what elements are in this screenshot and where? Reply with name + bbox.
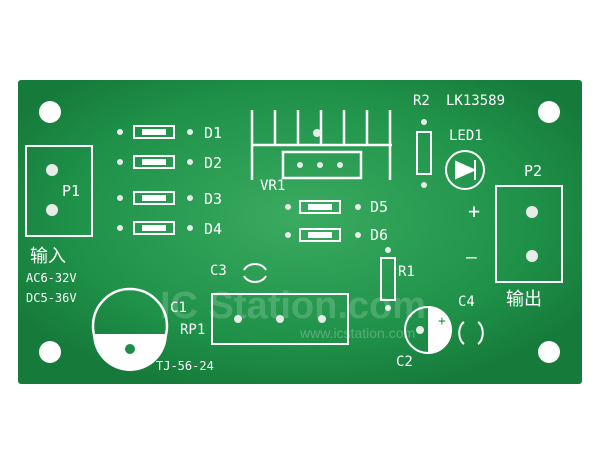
input-ac-label: AC6-32V xyxy=(26,271,77,285)
label-c1: C1 xyxy=(170,300,187,316)
diode-d6: D6 xyxy=(285,226,388,244)
cap-plus-sign: + xyxy=(438,314,446,329)
watermark-url: www.icstation.com xyxy=(299,325,415,341)
led-led1 xyxy=(445,150,485,190)
label-r2: R2 xyxy=(413,93,430,109)
diode-d3: D3 xyxy=(117,190,222,208)
watermark-text: IC Station.com xyxy=(160,285,426,327)
input-label: 输入 xyxy=(30,246,66,267)
resistor-r1 xyxy=(380,247,396,311)
input-dc-label: DC5-36V xyxy=(26,291,77,305)
label-d4: D4 xyxy=(204,220,222,238)
plus-sign: + xyxy=(468,199,480,223)
label-c3: C3 xyxy=(210,263,227,279)
capacitor-c4 xyxy=(458,321,484,345)
label-d2: D2 xyxy=(204,154,222,172)
capacitor-c2: + xyxy=(404,306,452,354)
capacitor-c1 xyxy=(91,287,169,371)
part-number-label: TJ-56-24 xyxy=(156,359,214,373)
potentiometer-rp1 xyxy=(211,293,349,345)
diode-d1: D1 xyxy=(117,124,222,142)
label-vr1: VR1 xyxy=(260,178,285,194)
diode-d5: D5 xyxy=(285,198,388,216)
diode-d2: D2 xyxy=(117,154,222,172)
resistor-r2 xyxy=(416,119,432,188)
label-c2: C2 xyxy=(396,354,413,370)
label-d6: D6 xyxy=(370,226,388,244)
label-p1: P1 xyxy=(62,182,80,200)
output-label: 输出 xyxy=(506,289,542,310)
mounting-holes xyxy=(39,101,560,363)
label-d3: D3 xyxy=(204,190,222,208)
label-led1: LED1 xyxy=(449,128,483,144)
diode-d4: D4 xyxy=(117,220,222,238)
connector-p2 xyxy=(495,185,563,283)
label-rp1: RP1 xyxy=(180,322,205,338)
model-label: LK13589 xyxy=(446,93,505,109)
connector-p1: P1 xyxy=(25,145,93,237)
label-c4: C4 xyxy=(458,294,475,310)
capacitor-c3 xyxy=(243,263,267,283)
label-p2: P2 xyxy=(524,162,542,180)
label-d5: D5 xyxy=(370,198,388,216)
minus-sign: — xyxy=(466,247,477,268)
label-r1: R1 xyxy=(398,264,415,280)
heatsink-vr1 xyxy=(250,110,392,180)
label-d1: D1 xyxy=(204,124,222,142)
